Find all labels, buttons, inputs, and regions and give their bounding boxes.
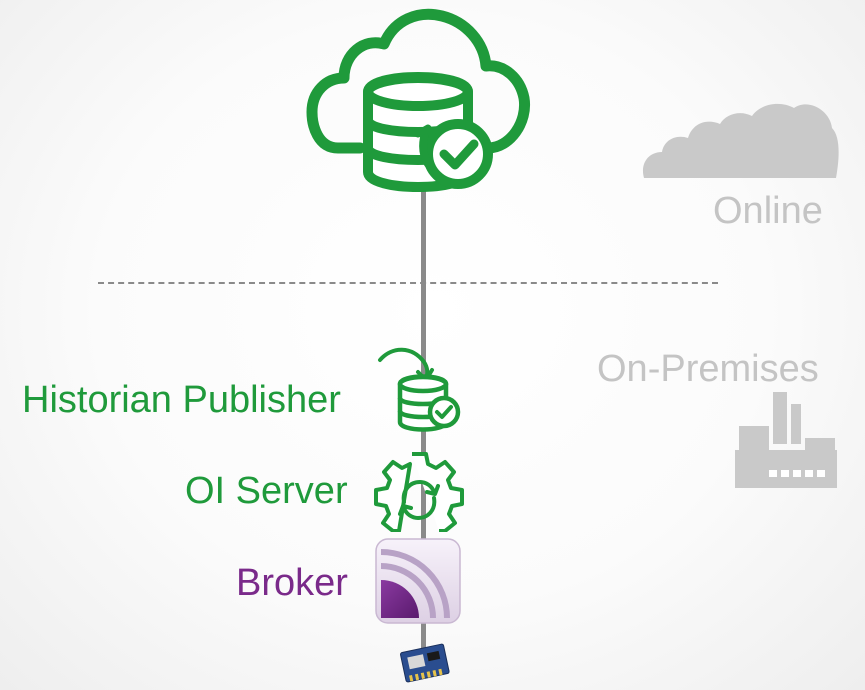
factory-icon — [735, 392, 837, 488]
online-label: Online — [713, 190, 823, 232]
cloud-database-sync-icon — [306, 8, 531, 192]
zone-separator — [98, 282, 718, 284]
on-premises-label: On-Premises — [597, 348, 819, 390]
circuit-board-icon — [400, 643, 450, 683]
gear-sync-icon — [374, 452, 464, 532]
database-sync-icon — [378, 347, 461, 432]
broker-app-icon — [375, 538, 461, 624]
cloud-icon — [642, 103, 839, 178]
historian-publisher-label: Historian Publisher — [22, 379, 341, 421]
broker-label: Broker — [236, 562, 348, 604]
oi-server-label: OI Server — [185, 470, 348, 512]
